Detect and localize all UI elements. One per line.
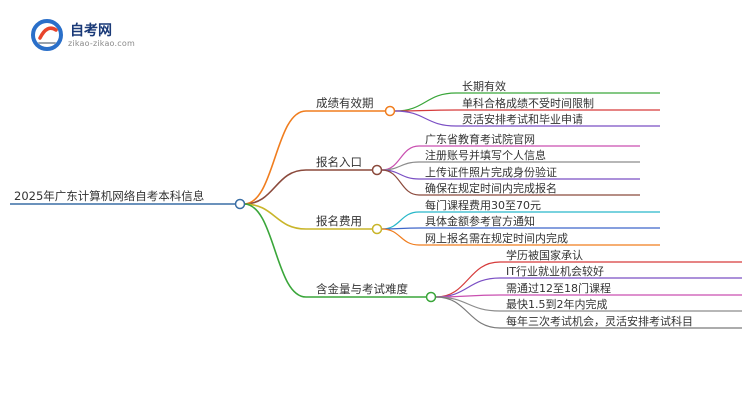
leaf-label: 网上报名需在规定时间内完成	[425, 231, 568, 245]
branch-toggle-circle[interactable]	[371, 164, 383, 176]
site-name: 自考网	[70, 23, 112, 39]
branch-label: 成绩有效期	[316, 96, 374, 110]
branch-toggle-circle[interactable]	[384, 105, 396, 117]
branch-label: 报名入口	[316, 155, 362, 169]
root-toggle-circle[interactable]	[234, 198, 246, 210]
leaf-label: 注册账号并填写个人信息	[425, 148, 546, 162]
leaf-label: 具体金额参考官方通知	[425, 214, 535, 228]
branch-connector	[243, 203, 307, 298]
leaf-connector	[435, 296, 501, 312]
branch-connector	[243, 203, 307, 230]
leaf-label: 学历被国家承认	[506, 248, 583, 262]
leaf-connector	[381, 211, 420, 230]
branch-label: 报名费用	[316, 214, 362, 228]
leaf-connector	[435, 296, 501, 329]
site-logo[interactable]: 自考网 zikao-zikao.com	[30, 18, 140, 54]
branch-connector	[243, 110, 307, 205]
logo-icon	[31, 19, 63, 51]
leaf-label: 确保在规定时间内完成报名	[425, 181, 557, 195]
site-url: zikao-zikao.com	[68, 39, 135, 48]
branch-connector	[243, 169, 307, 205]
branch-toggle-circle[interactable]	[425, 291, 437, 303]
leaf-label: 需通过12至18门课程	[506, 281, 611, 295]
leaf-connector	[435, 277, 501, 298]
leaf-label: 上传证件照片完成身份验证	[425, 165, 557, 179]
leaf-connector	[435, 261, 501, 298]
branch-toggle-circle[interactable]	[371, 223, 383, 235]
leaf-label: IT行业就业机会较好	[506, 264, 604, 278]
root-node-label: 2025年广东计算机网络自考本科信息	[14, 189, 204, 203]
leaf-label: 每年三次考试机会，灵活安排考试科目	[506, 314, 693, 328]
leaf-label: 最快1.5到2年内完成	[506, 297, 608, 311]
leaf-label: 灵活安排考试和毕业申请	[462, 112, 583, 126]
leaf-label: 每门课程费用30至70元	[425, 198, 541, 212]
leaf-connector	[394, 92, 457, 112]
leaf-label: 长期有效	[462, 79, 506, 93]
leaf-connector	[381, 169, 420, 196]
branch-label: 含金量与考试难度	[316, 282, 408, 296]
leaf-label: 单科合格成绩不受时间限制	[462, 96, 594, 110]
leaf-connector	[381, 228, 420, 246]
leaf-connector	[394, 110, 457, 127]
leaf-label: 广东省教育考试院官网	[425, 132, 535, 146]
